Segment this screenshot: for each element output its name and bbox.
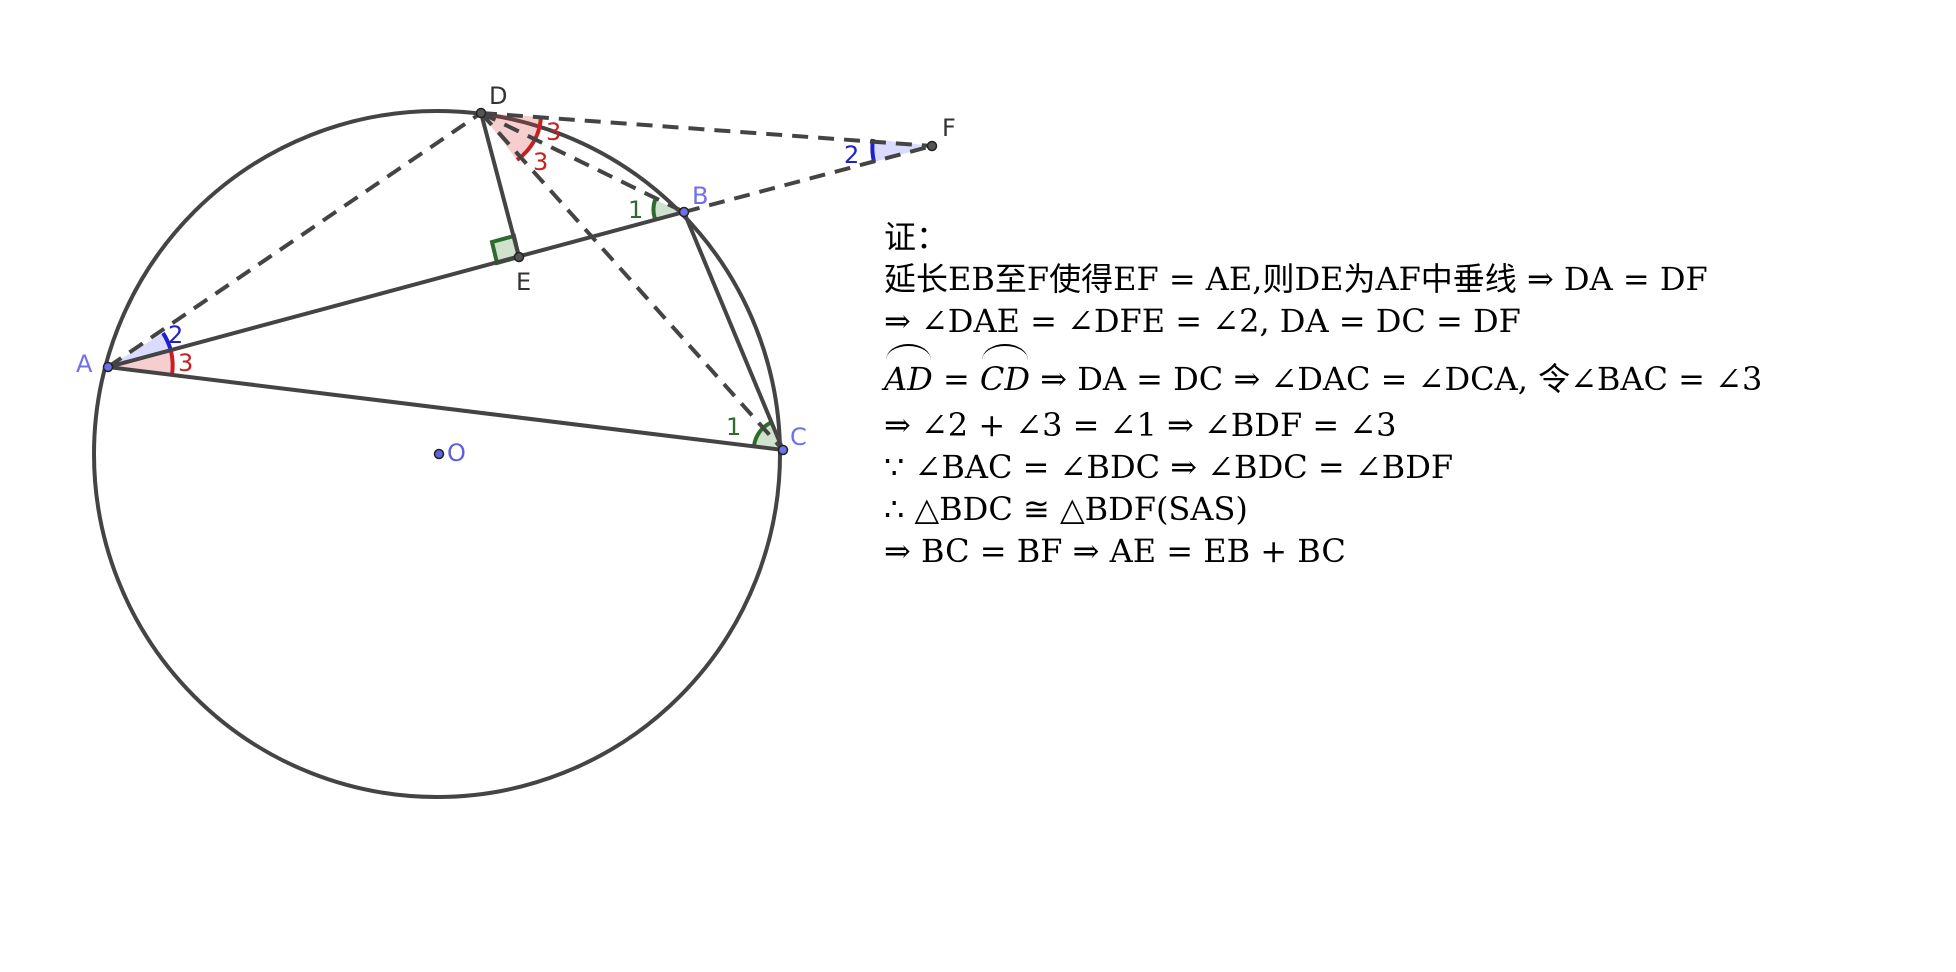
- label-e: E: [516, 268, 531, 296]
- segment-ab: [107, 210, 685, 369]
- proof-line-0: 证：: [884, 218, 949, 256]
- angle-b-arc: [651, 199, 657, 220]
- angle-a-upper-blue: [108, 333, 171, 367]
- angle-d-lower-arc: [515, 134, 539, 162]
- segment-db: [480, 111, 685, 214]
- angle-d-lower-red: [481, 113, 537, 160]
- point-e: [513, 251, 525, 263]
- point-c: [777, 444, 789, 456]
- label-f: F: [942, 114, 956, 142]
- segment-dc: [479, 111, 785, 452]
- proof-text: 证： 延长EB至F使得EF = AE,则DE为AF中垂线 ⇒ DA = DF ⇒…: [884, 216, 1762, 572]
- proof-line-1: 延长EB至F使得EF = AE,则DE为AF中垂线 ⇒ DA = DF: [884, 260, 1708, 298]
- angle-label-a-2: 2: [168, 321, 183, 349]
- angle-c-arc: [752, 421, 772, 447]
- proof-line-4: ⇒ ∠2 + ∠3 = ∠1 ⇒ ∠BDF = ∠3: [884, 406, 1397, 444]
- segment-ac: [107, 365, 784, 452]
- point-f: [926, 140, 938, 152]
- angle-label-d-3-upper: 3: [546, 118, 561, 146]
- segment-df: [480, 111, 933, 148]
- angle-b-green: [653, 200, 684, 219]
- label-d: D: [489, 82, 507, 110]
- proof-line-2: ⇒ ∠DAE = ∠DFE = ∠2, DA = DC = DF: [884, 302, 1521, 340]
- segment-ad: [106, 111, 483, 369]
- point-b: [678, 206, 690, 218]
- proof-line-3-eq: =: [932, 360, 980, 398]
- segment-bc: [682, 211, 785, 451]
- segment-bf: [683, 144, 933, 214]
- arc-ad: AD: [884, 342, 933, 416]
- proof-line-3-rest: ⇒ DA = DC ⇒ ∠DAC = ∠DCA, 令∠BAC = ∠3: [1030, 360, 1763, 398]
- label-a: A: [76, 350, 93, 378]
- proof-line-6: ∴ △BDC ≅ △BDF(SAS): [884, 490, 1248, 528]
- label-c: C: [790, 423, 807, 451]
- angle-label-f-2: 2: [844, 141, 859, 169]
- angle-label-a-3: 3: [178, 349, 193, 377]
- point-d: [475, 107, 487, 119]
- angle-label-d-3-lower: 3: [533, 148, 548, 176]
- angle-a-lower-arc: [169, 350, 175, 376]
- label-o: O: [447, 439, 466, 467]
- point-a: [102, 361, 114, 373]
- proof-line-3: AD = CD ⇒ DA = DC ⇒ ∠DAC = ∠DCA, 令∠BAC =…: [884, 342, 1762, 404]
- angle-label-b-1: 1: [628, 196, 643, 224]
- angle-label-c-1: 1: [726, 413, 741, 441]
- arc-cd: CD: [980, 342, 1030, 416]
- segment-de: [479, 112, 521, 258]
- proof-line-5: ∵ ∠BAC = ∠BDC ⇒ ∠BDC = ∠BDF: [884, 448, 1454, 486]
- point-o: [433, 448, 445, 460]
- proof-line-7: ⇒ BC = BF ⇒ AE = EB + BC: [884, 532, 1346, 570]
- label-b: B: [692, 182, 708, 210]
